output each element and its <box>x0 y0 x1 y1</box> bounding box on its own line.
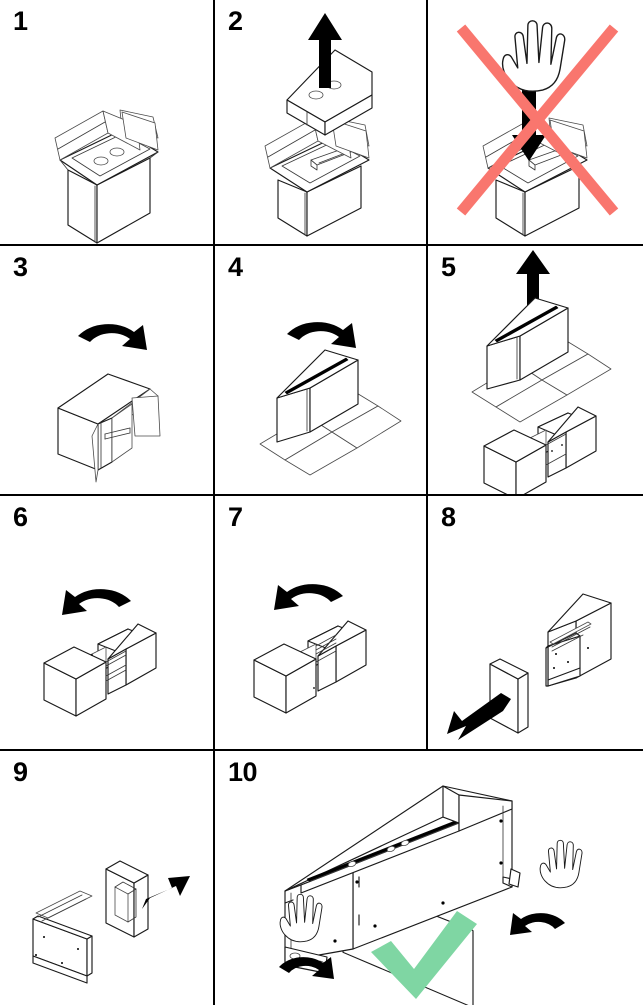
hand-icon <box>501 20 566 92</box>
open-carton-illustration <box>54 109 159 244</box>
rotate-arrow-counter-clockwise <box>62 589 131 615</box>
upright-carton <box>276 349 359 443</box>
panel-1-number: 1 <box>13 6 28 36</box>
panel-3-artwork <box>57 324 161 483</box>
removed-foam-frame-cap <box>105 860 149 938</box>
hand-placement-arrow-left <box>279 957 334 979</box>
panel-5: 5 <box>428 246 643 494</box>
lift-up-arrow <box>308 13 342 88</box>
panel-6: 6 <box>0 496 213 749</box>
panel-7-number: 7 <box>228 502 243 532</box>
rotate-arrow-clockwise <box>78 324 147 350</box>
panel-2: 2 <box>215 0 426 244</box>
prohibition-cross <box>456 24 619 216</box>
panel-8-artwork <box>447 593 612 740</box>
panel-1-artwork <box>54 109 159 244</box>
panel-9: 9 <box>0 751 213 1005</box>
panel-forbidden <box>428 0 643 244</box>
panel-10-artwork <box>279 785 583 1005</box>
rotate-arrow-clockwise <box>287 322 356 348</box>
rotate-arrow-counter-clockwise <box>274 584 343 610</box>
product-with-foam-caps <box>483 406 597 494</box>
grid-rule-vertical-left <box>213 0 215 1005</box>
panel-5-artwork <box>471 250 612 494</box>
carton-on-side <box>57 373 161 483</box>
grid-rule-vertical-right <box>426 0 428 750</box>
panel-forbidden-artwork <box>456 20 619 237</box>
panel-1: 1 <box>0 0 213 244</box>
panel-10-number: 10 <box>228 757 258 787</box>
panel-3: 3 <box>0 246 213 494</box>
removed-foam-cap <box>489 658 529 734</box>
freed-device <box>32 890 93 984</box>
panel-3-number: 3 <box>13 252 28 282</box>
foam-packed-product <box>43 623 157 717</box>
carton-lifting <box>486 297 569 390</box>
lift-up-arrow <box>516 250 550 326</box>
hand-placement-arrow-right <box>510 913 565 935</box>
grid-rule-horizontal-3 <box>0 749 643 751</box>
hand-icon-left <box>279 893 323 943</box>
foam-packed-product-rotated <box>253 620 367 714</box>
panel-2-artwork <box>264 13 373 237</box>
panel-8: 8 <box>428 496 643 749</box>
approval-check <box>371 911 477 999</box>
panel-7: 7 <box>215 496 426 749</box>
pull-off-arrow <box>142 876 190 909</box>
unpacked-device <box>284 785 521 1005</box>
panel-9-number: 9 <box>13 757 28 787</box>
grid-rule-horizontal-1 <box>0 244 643 246</box>
panel-10: 10 <box>215 751 643 1005</box>
device-with-remaining-cap <box>545 593 612 687</box>
panel-8-number: 8 <box>441 502 456 532</box>
carton <box>264 117 370 237</box>
panel-4-number: 4 <box>228 252 243 282</box>
panel-4-artwork <box>259 322 402 476</box>
panel-6-number: 6 <box>13 502 28 532</box>
panel-6-artwork <box>43 589 157 717</box>
panel-2-number: 2 <box>228 6 243 36</box>
panel-5-number: 5 <box>441 252 456 282</box>
panel-4: 4 <box>215 246 426 494</box>
pull-off-arrow <box>447 693 511 740</box>
panel-7-artwork <box>253 584 367 714</box>
hand-icon-right <box>539 839 583 889</box>
panel-9-artwork <box>32 860 190 984</box>
grid-rule-horizontal-2 <box>0 494 643 496</box>
